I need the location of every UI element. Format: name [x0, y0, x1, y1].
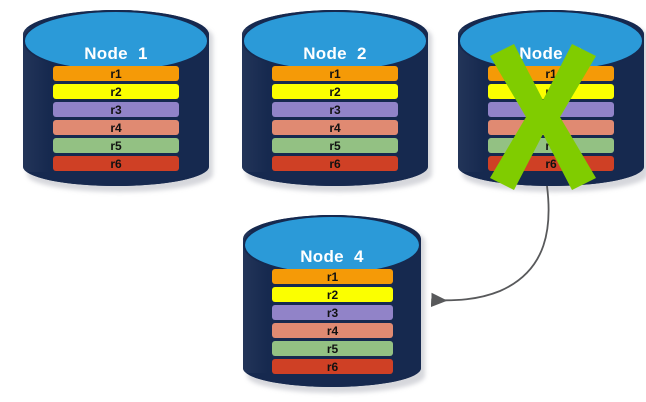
- record-r4[interactable]: r4: [272, 120, 398, 135]
- record-r5[interactable]: r5: [272, 138, 398, 153]
- record-r4[interactable]: r4: [53, 120, 179, 135]
- record-r2[interactable]: r2: [272, 84, 398, 99]
- record-stack: r1 r2 r3 r4 r5 r6: [272, 66, 398, 171]
- record-r4[interactable]: r4: [488, 120, 614, 135]
- record-r5[interactable]: r5: [488, 138, 614, 153]
- node-cylinder-top: Node 4: [243, 215, 421, 276]
- node-title: Node 2: [303, 43, 367, 63]
- node-title: Node 1: [84, 43, 148, 63]
- database-node-2[interactable]: Node 2 r1 r2 r3 r4 r5 r6: [242, 10, 432, 192]
- database-node-4[interactable]: Node 4 r1 r2 r3 r4 r5 r6: [243, 215, 425, 393]
- record-r6[interactable]: r6: [53, 156, 179, 171]
- database-node-3[interactable]: Node 3 r1 r2 r3 r4 r5 r6: [458, 10, 646, 192]
- record-r4[interactable]: r4: [272, 323, 393, 338]
- node-cylinder-top: Node 2: [242, 10, 428, 72]
- record-r6[interactable]: r6: [272, 156, 398, 171]
- record-r5[interactable]: r5: [272, 341, 393, 356]
- record-r3[interactable]: r3: [272, 102, 398, 117]
- database-node-1[interactable]: Node 1 r1 r2 r3 r4 r5 r6: [23, 10, 213, 192]
- arrow-curve: [430, 185, 550, 308]
- node-cylinder-top: Node 1: [23, 10, 209, 72]
- record-r2[interactable]: r2: [53, 84, 179, 99]
- record-stack: r1 r2 r3 r4 r5 r6: [488, 66, 614, 171]
- record-r6[interactable]: r6: [272, 359, 393, 374]
- record-r1[interactable]: r1: [53, 66, 179, 81]
- record-r2[interactable]: r2: [488, 84, 614, 99]
- record-r6[interactable]: r6: [488, 156, 614, 171]
- record-r2[interactable]: r2: [272, 287, 393, 302]
- record-r1[interactable]: r1: [272, 269, 393, 284]
- record-r3[interactable]: r3: [272, 305, 393, 320]
- record-r1[interactable]: r1: [488, 66, 614, 81]
- record-r5[interactable]: r5: [53, 138, 179, 153]
- record-r1[interactable]: r1: [272, 66, 398, 81]
- record-stack: r1 r2 r3 r4 r5 r6: [272, 269, 393, 374]
- record-stack: r1 r2 r3 r4 r5 r6: [53, 66, 179, 171]
- node-title: Node 4: [300, 247, 364, 267]
- record-r3[interactable]: r3: [53, 102, 179, 117]
- node-cylinder-top: Node 3: [458, 10, 644, 72]
- record-r3[interactable]: r3: [488, 102, 614, 117]
